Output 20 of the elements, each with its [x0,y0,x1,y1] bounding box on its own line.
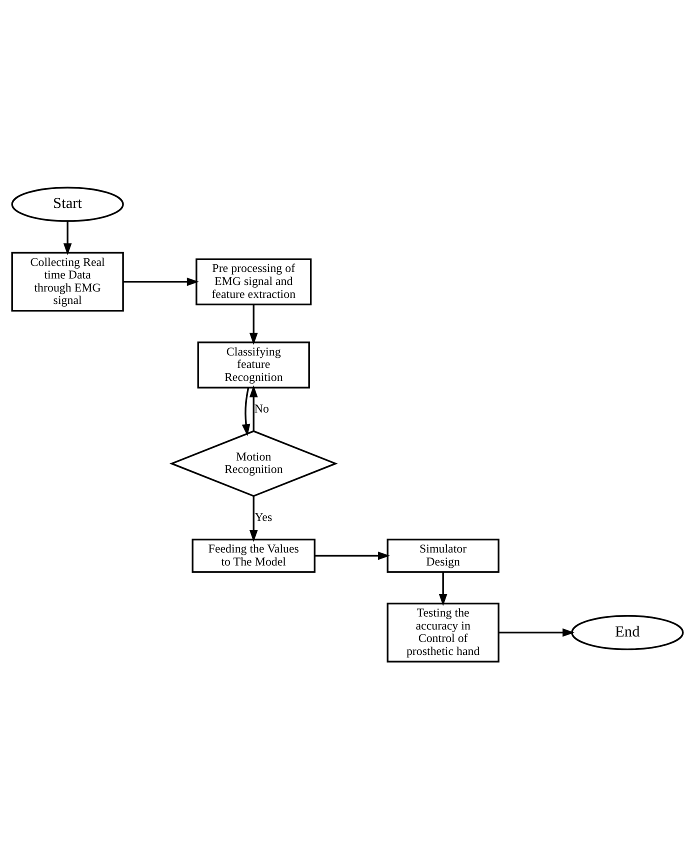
arrow [63,221,72,256]
node-box: Classifying feature Recognition [197,342,310,388]
edge-label: Yes [254,510,272,524]
arrow [242,388,250,436]
arrow [249,385,258,431]
arrow [438,572,448,606]
arrow [249,496,258,542]
node-diamond: Motion Recognition [169,430,338,497]
arrow [249,304,258,345]
node-box: Simulator Design [386,538,500,573]
node-ellipse: Start [11,186,124,222]
arrow [314,552,390,560]
node-box: Pre processing of EMG signal and feature extraction [196,258,312,306]
node-box: Feeding the Values to The Model [192,538,316,573]
arrow [123,278,199,286]
node-ellipse: End [571,614,684,650]
edge-label: No [254,402,270,416]
node-box: Testing the accuracy in Control of prosthetic hand [386,602,500,662]
node-box: Collecting Real time Data through EMG signal [11,252,124,312]
arrow [498,628,575,637]
